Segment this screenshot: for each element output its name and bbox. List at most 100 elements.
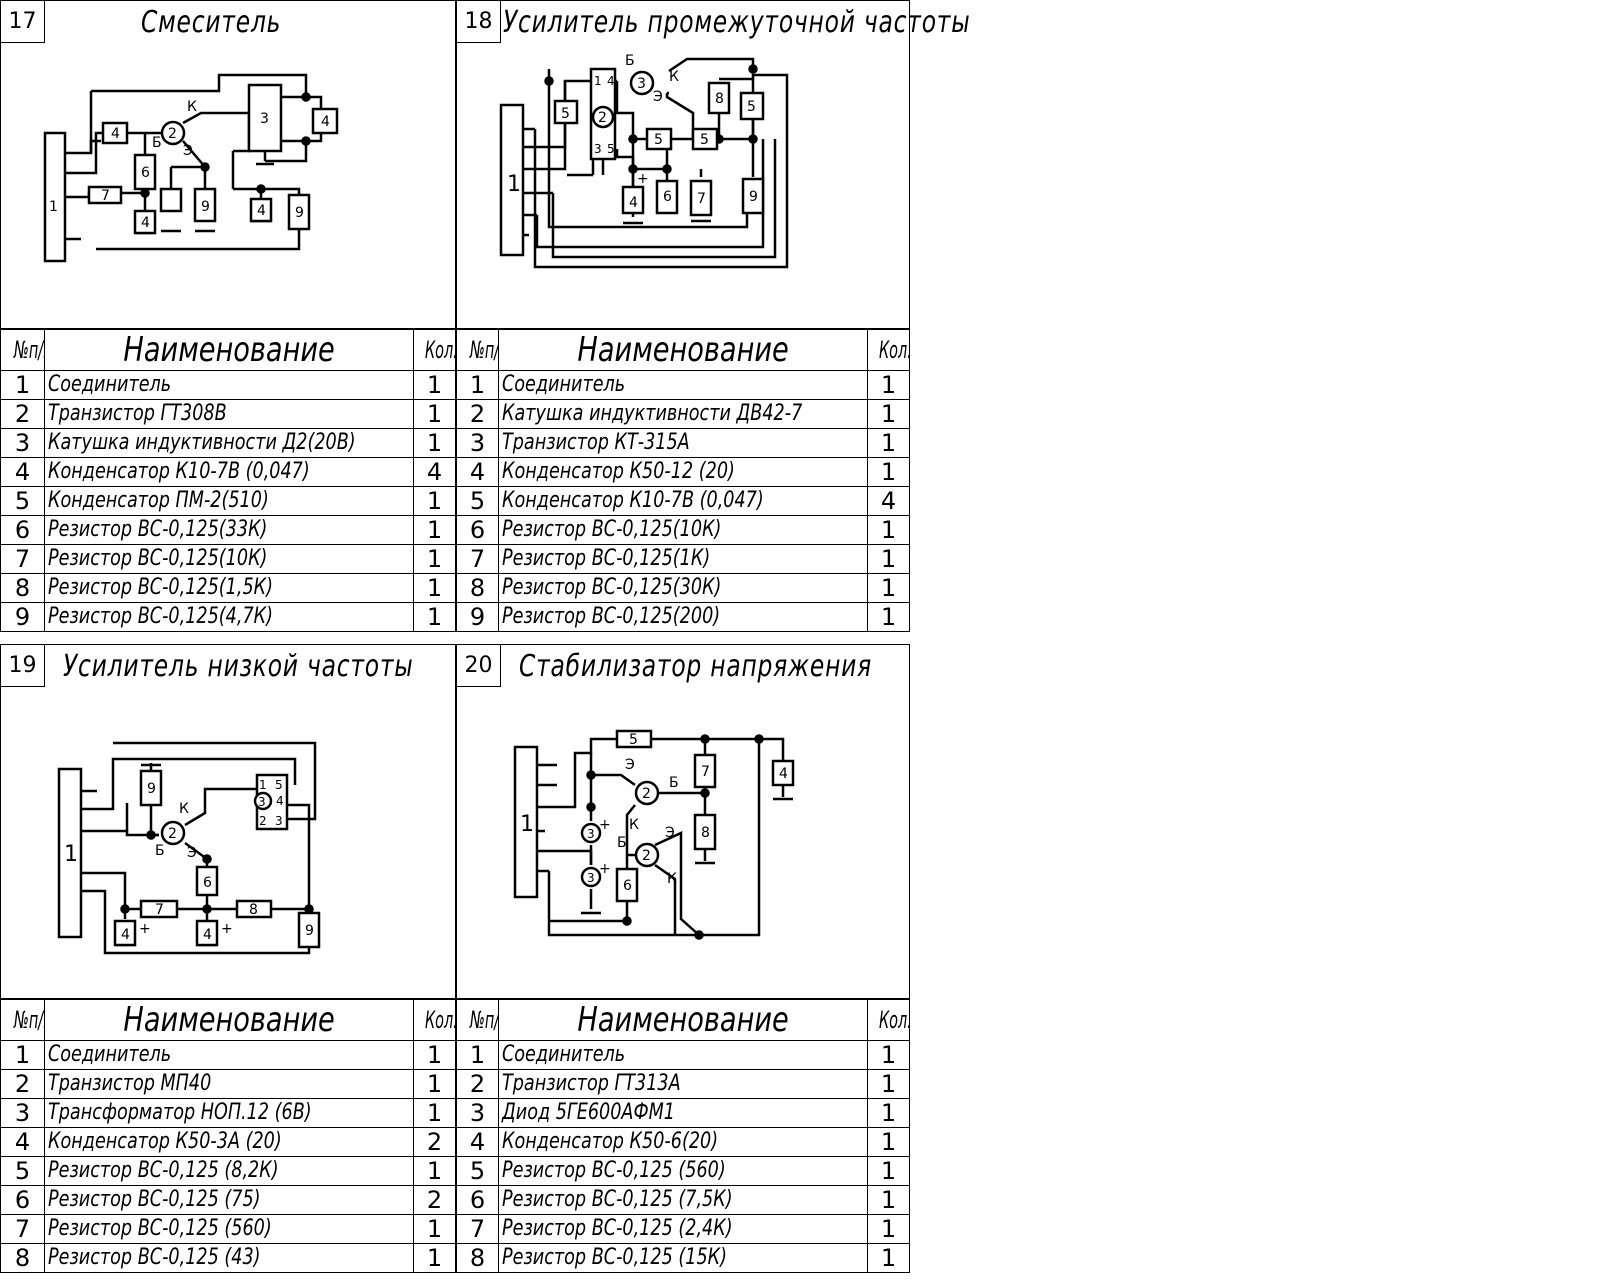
row-number: 3 (456, 1098, 499, 1128)
header-num: №п/п (0, 998, 45, 1041)
pin-label: К (667, 871, 677, 887)
row-number: 1 (0, 370, 45, 400)
row-name: Конденсатор К50-12 (20) (498, 457, 868, 487)
component-label: 7 (701, 764, 710, 780)
row-name: Резистор ВС-0,125(33К) (44, 515, 414, 545)
table-header-row: №п/п Наименование Кол. (0, 328, 456, 371)
table-header-row: №п/п Наименование Кол. (0, 998, 456, 1041)
connector-1 (43, 131, 67, 263)
header-qty: Кол. (867, 328, 910, 371)
capacitor-4 (771, 759, 795, 787)
row-quantity: 1 (867, 457, 910, 487)
row-name: Резистор ВС-0,125 (8,2К) (44, 1156, 414, 1186)
resistor-9 (287, 193, 311, 231)
row-name: Конденсатор К10-7В (0,047) (44, 457, 414, 487)
row-quantity: 4 (867, 486, 910, 516)
capacitor-5 (553, 99, 579, 125)
pin-label: 4 (276, 794, 284, 808)
resistor-9 (297, 911, 321, 949)
row-number: 1 (456, 370, 499, 400)
row-name: Соединитель (498, 1040, 868, 1070)
panel-mixer: 17 Смеситель (0, 0, 456, 330)
row-quantity: 1 (867, 1214, 910, 1244)
row-name: Резистор ВС-0,125 (560) (44, 1214, 414, 1244)
schematic-lf-amplifier: 1 2 3 4 4 6 7 8 9 9 К Б Э 1 5 4 2 3 + + (57, 741, 321, 955)
table-header-row: №п/п Наименование Кол. (456, 328, 910, 371)
row-quantity: 1 (867, 1098, 910, 1128)
pin-label: Б (152, 135, 162, 151)
transistor-3 (629, 70, 655, 96)
row-name: Резистор ВС-0,125(4,7К) (44, 602, 414, 632)
component-label: 8 (715, 91, 724, 107)
row-name: Соединитель (498, 370, 868, 400)
resistor-7 (139, 899, 179, 919)
panel-lf-amplifier: 19 Усилитель низкой частоты (0, 644, 456, 1000)
resistor-6 (615, 867, 639, 903)
table-header-row: №п/п Наименование Кол. (456, 998, 910, 1041)
row-quantity: 1 (867, 573, 910, 603)
component-label: 9 (201, 199, 210, 215)
component-label: 7 (155, 902, 164, 918)
component-label: 7 (697, 191, 706, 207)
component-label: 5 (654, 132, 663, 148)
row-name: Соединитель (44, 1040, 414, 1070)
row-number: 3 (0, 1098, 45, 1128)
row-name: Катушка индуктивности Д2(20В) (44, 428, 414, 458)
row-quantity: 1 (413, 428, 456, 458)
pin-label: К (629, 817, 639, 833)
row-name: Транзистор МП40 (44, 1069, 414, 1099)
capacitor-5 (645, 127, 673, 151)
resistor-7 (693, 753, 717, 789)
row-quantity: 1 (413, 1069, 456, 1099)
pin-label: + (637, 171, 649, 187)
component-label: 2 (168, 826, 177, 842)
row-number: 8 (0, 573, 45, 603)
component-label: 3 (637, 76, 646, 92)
header-num: №п/п (456, 998, 499, 1041)
transistor-2 (160, 820, 186, 846)
header-qty: Кол. (413, 998, 456, 1041)
row-number: 6 (0, 1185, 45, 1215)
row-number: 9 (0, 602, 45, 632)
resistor-5 (615, 729, 653, 749)
row-quantity: 1 (867, 602, 910, 632)
resistor-6 (195, 865, 219, 897)
panel-number: 19 (1, 645, 45, 687)
row-number: 3 (456, 428, 499, 458)
resistor-7 (87, 185, 123, 205)
pin-label: Э (625, 757, 635, 773)
row-number: 3 (0, 428, 45, 458)
row-name: Резистор ВС-0,125(1К) (498, 544, 868, 574)
pin-label: 1 (594, 74, 602, 88)
pin-label: Б (155, 843, 165, 859)
component-label: 4 (779, 766, 788, 782)
row-name: Резистор ВС-0,125 (15К) (498, 1243, 868, 1273)
capacitor-5 (691, 127, 719, 151)
row-quantity: 1 (867, 1127, 910, 1157)
header-name: Наименование (44, 328, 414, 371)
capacitor-4 (249, 197, 273, 223)
inductor-circle (591, 105, 615, 129)
component-label: 1 (507, 172, 521, 197)
row-quantity: 1 (413, 486, 456, 516)
component-label: 4 (203, 927, 212, 943)
pin-label: 5 (275, 778, 283, 792)
pin-label: + (139, 921, 151, 937)
drawing-sheet: 17 Смеситель (0, 0, 970, 1273)
component-label: 2 (598, 110, 607, 126)
pin-label: + (599, 861, 611, 877)
transistor-2 (634, 780, 660, 806)
row-quantity: 1 (413, 399, 456, 429)
row-number: 1 (456, 1040, 499, 1070)
